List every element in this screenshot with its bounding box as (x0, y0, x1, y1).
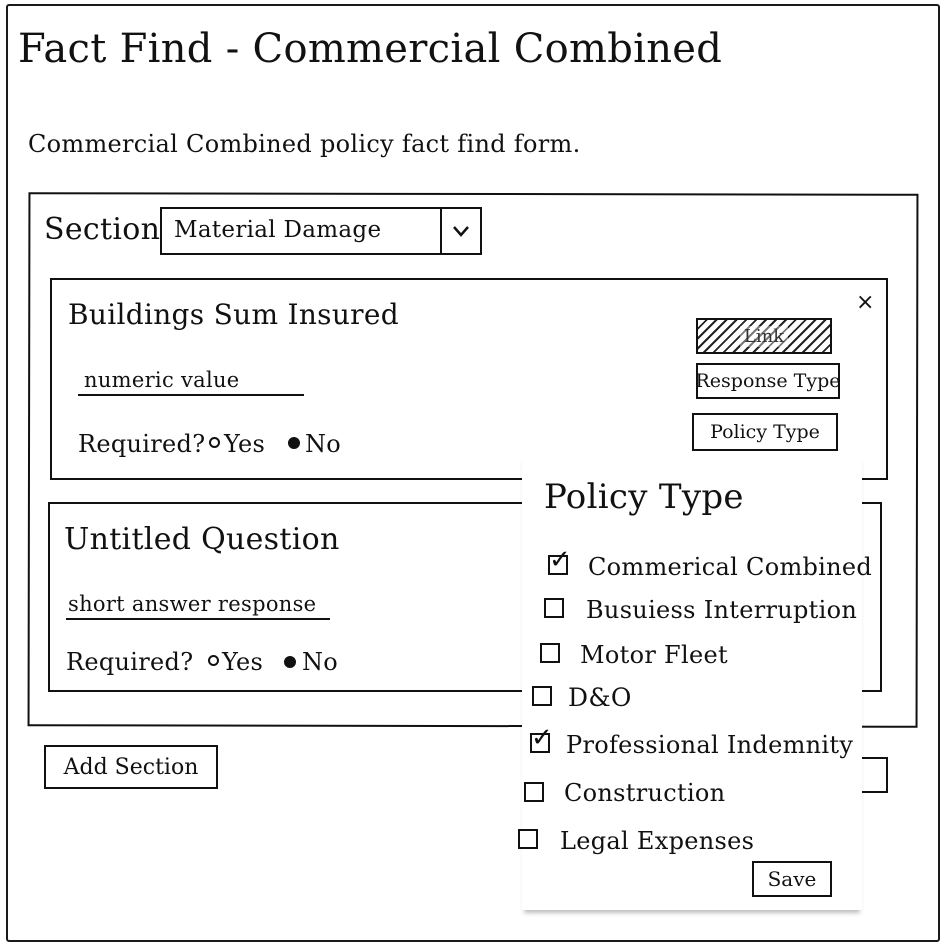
section-label: Section (44, 212, 161, 247)
popup-title: Policy Type (544, 477, 744, 517)
policy-option-label[interactable]: Busuiess Interruption (586, 596, 858, 624)
page-title: Fact Find - Commercial Combined (18, 26, 723, 72)
policy-checkbox-professional-indemnity[interactable]: ✓ (530, 725, 553, 753)
policy-checkbox-construction[interactable] (524, 782, 544, 802)
add-section-label: Add Section (63, 754, 199, 780)
required-label: Required? (78, 430, 206, 458)
required-yes-label: Yes (224, 430, 266, 458)
hidden-button-edge (850, 757, 888, 793)
response-underline (78, 394, 304, 396)
policy-type-popup: Policy Type ✓ Commerical Combined Busuie… (518, 455, 872, 910)
checkmark-icon: ✓ (549, 545, 571, 575)
required-no-radio[interactable] (284, 656, 296, 668)
question-response-field[interactable]: short answer response (68, 592, 317, 616)
policy-option-label[interactable]: Professional Indemnity (566, 731, 854, 759)
policy-checkbox-motor-fleet[interactable] (540, 643, 560, 663)
policy-type-label: Policy Type (710, 421, 820, 443)
policy-checkbox-commercial-combined[interactable]: ✓ (548, 547, 571, 575)
question-title[interactable]: Untitled Question (64, 522, 340, 557)
policy-checkbox-legal-expenses[interactable] (518, 829, 538, 849)
policy-option-label[interactable]: Construction (564, 779, 726, 807)
response-underline (66, 618, 330, 620)
page-frame (6, 4, 940, 942)
question-title[interactable]: Buildings Sum Insured (68, 298, 399, 331)
response-type-button[interactable]: Response Type (695, 363, 841, 399)
required-no-label: No (302, 648, 339, 676)
checkmark-icon: ✓ (531, 723, 553, 753)
link-button[interactable]: Link (696, 318, 832, 354)
close-icon[interactable]: × (856, 290, 875, 315)
required-yes-label: Yes (222, 648, 264, 676)
policy-checkbox-d-and-o[interactable] (532, 686, 552, 706)
required-yes-radio[interactable] (209, 437, 220, 448)
section-select-value: Material Damage (174, 217, 382, 243)
question-response-field[interactable]: numeric value (84, 368, 240, 392)
link-button-label: Link (739, 325, 789, 347)
save-button[interactable]: Save (752, 861, 832, 897)
page-description: Commercial Combined policy fact find for… (28, 130, 581, 158)
policy-option-label[interactable]: Motor Fleet (580, 641, 728, 669)
required-no-radio[interactable] (288, 437, 300, 449)
policy-checkbox-business-interruption[interactable] (544, 598, 564, 618)
chevron-down-icon[interactable] (440, 209, 480, 253)
policy-type-button[interactable]: Policy Type (692, 413, 838, 451)
save-button-label: Save (767, 867, 817, 891)
section-select[interactable]: Material Damage (160, 207, 482, 255)
required-yes-radio[interactable] (208, 655, 219, 666)
policy-option-label[interactable]: Commerical Combined (588, 553, 873, 581)
response-type-label: Response Type (695, 370, 841, 392)
required-label: Required? (66, 648, 194, 676)
add-section-button[interactable]: Add Section (44, 745, 218, 789)
policy-option-label[interactable]: Legal Expenses (560, 827, 755, 855)
required-no-label: No (305, 430, 342, 458)
policy-option-label[interactable]: D&O (568, 683, 632, 712)
